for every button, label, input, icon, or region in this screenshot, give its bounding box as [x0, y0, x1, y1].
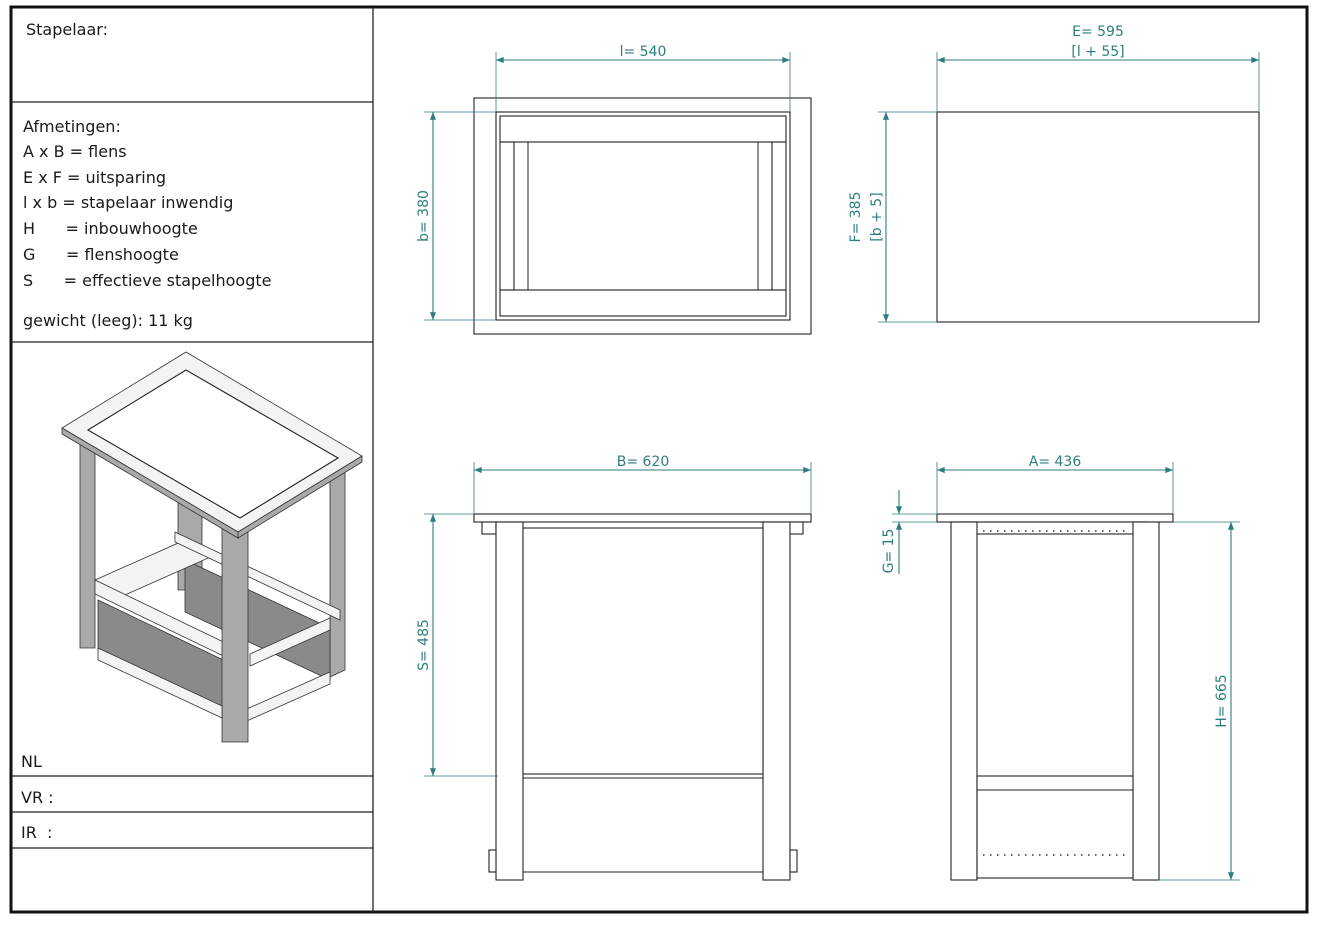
dim-b-flange-label: B= 620	[617, 454, 670, 470]
dim-b-flange: B= 620	[473, 454, 812, 514]
legend-stapelhoogte: S = effectieve stapelhoogte	[23, 271, 271, 290]
top-view-bar-left	[513, 141, 529, 291]
title-block: Stapelaar: Afmetingen: A x B = flens E x…	[21, 20, 271, 842]
dim-f-label: F= 385	[848, 192, 864, 243]
side-post-left	[495, 521, 524, 881]
top-view-post-right	[771, 141, 787, 291]
dim-b: b= 380	[416, 111, 496, 321]
side-lug-right	[788, 521, 804, 535]
dim-e-label: E= 595	[1072, 24, 1124, 40]
side-view-a	[936, 513, 1174, 881]
side-foot-left	[488, 849, 497, 873]
front-lug	[961, 521, 1149, 535]
front-flange	[936, 513, 1174, 523]
legend-flens: A x B = flens	[23, 142, 127, 161]
legend-inwendig: l x b = stapelaar inwendig	[23, 193, 233, 212]
dim-a: A= 436	[936, 454, 1174, 514]
legend-heading: Afmetingen:	[23, 117, 121, 136]
side-view-b	[473, 513, 812, 881]
dim-h-label: H= 665	[1214, 674, 1230, 727]
drawing-frame	[9, 5, 1309, 914]
dim-a-label: A= 436	[1029, 454, 1082, 470]
dim-g: G= 15	[881, 490, 937, 574]
top-view-post-left	[499, 141, 515, 291]
iso-mid-rail-right	[249, 617, 331, 667]
dim-e-formula: [l + 55]	[1071, 44, 1124, 60]
dim-l: l= 540	[495, 44, 791, 112]
dim-g-label: G= 15	[881, 529, 897, 574]
dim-l-label: l= 540	[620, 44, 667, 60]
lang-nl: NL	[21, 752, 42, 771]
iso-right-post	[329, 462, 346, 678]
weight-label: gewicht (leeg): 11 kg	[23, 311, 193, 330]
top-view-bar-right	[757, 141, 773, 291]
legend-uitsparing: E x F = uitsparing	[23, 168, 166, 187]
dim-f: F= 385 [b + 5]	[848, 111, 937, 323]
iso-lower-rail-front	[97, 647, 223, 719]
dim-f-formula: [b + 5]	[869, 192, 885, 241]
front-post-left	[950, 521, 978, 881]
drawing-title: Stapelaar:	[26, 20, 108, 39]
lang-vr: VR :	[21, 788, 54, 807]
side-panel	[522, 527, 764, 775]
front-post-right	[1132, 521, 1160, 881]
recess-rectangle	[936, 111, 1260, 323]
legend-flenshoogte: G = flenshoogte	[23, 245, 179, 264]
iso-back-post-left	[79, 439, 96, 649]
side-flange	[473, 513, 812, 523]
dim-b-label: b= 380	[416, 190, 432, 242]
dim-e: E= 595 [l + 55]	[936, 24, 1260, 112]
top-view-rail-bottom	[499, 289, 787, 317]
front-basket	[976, 775, 1134, 879]
side-foot-right	[789, 849, 798, 873]
side-post-right	[762, 521, 791, 881]
recess-view	[936, 111, 1260, 323]
iso-top-flange-edge-right	[237, 455, 363, 539]
iso-basket-floor-rail	[239, 671, 331, 725]
dim-s-label: S= 485	[416, 619, 432, 671]
side-lug-left	[481, 521, 497, 535]
iso-top-opening	[86, 369, 340, 519]
legend-inbouwhoogte: H = inbouwhoogte	[23, 219, 198, 238]
top-view	[473, 97, 812, 335]
isometric-view	[61, 351, 363, 743]
top-view-rail-top	[499, 115, 787, 143]
dim-h: H= 665	[1159, 521, 1240, 881]
lang-ir: IR :	[21, 823, 52, 842]
iso-mid-rail-back	[174, 531, 341, 621]
iso-front-post	[221, 519, 249, 743]
top-view-frame	[495, 111, 791, 321]
dim-s: S= 485	[416, 513, 498, 777]
